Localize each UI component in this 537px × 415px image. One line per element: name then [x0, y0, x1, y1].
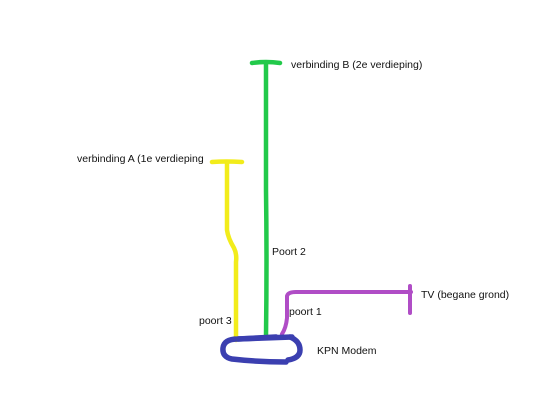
label-port-1: poort 1: [289, 306, 322, 318]
connection-a-cap: [209, 159, 245, 165]
label-port-3: poort 3: [199, 315, 232, 327]
modem-shape: [220, 334, 303, 365]
label-tv: TV (begane grond): [421, 289, 510, 301]
label-modem: KPN Modem: [317, 345, 377, 357]
connection-a-line: [224, 159, 239, 343]
label-port-2: Poort 2: [272, 246, 306, 258]
tv-line: [280, 290, 413, 336]
label-connection-b: verbinding B (2e verdieping): [291, 59, 423, 71]
modem-shape-top: [235, 334, 295, 342]
connection-b-cap: [249, 59, 283, 66]
connection-b-line: [263, 60, 269, 339]
label-connection-a: verbinding A (1e verdieping: [77, 153, 204, 165]
